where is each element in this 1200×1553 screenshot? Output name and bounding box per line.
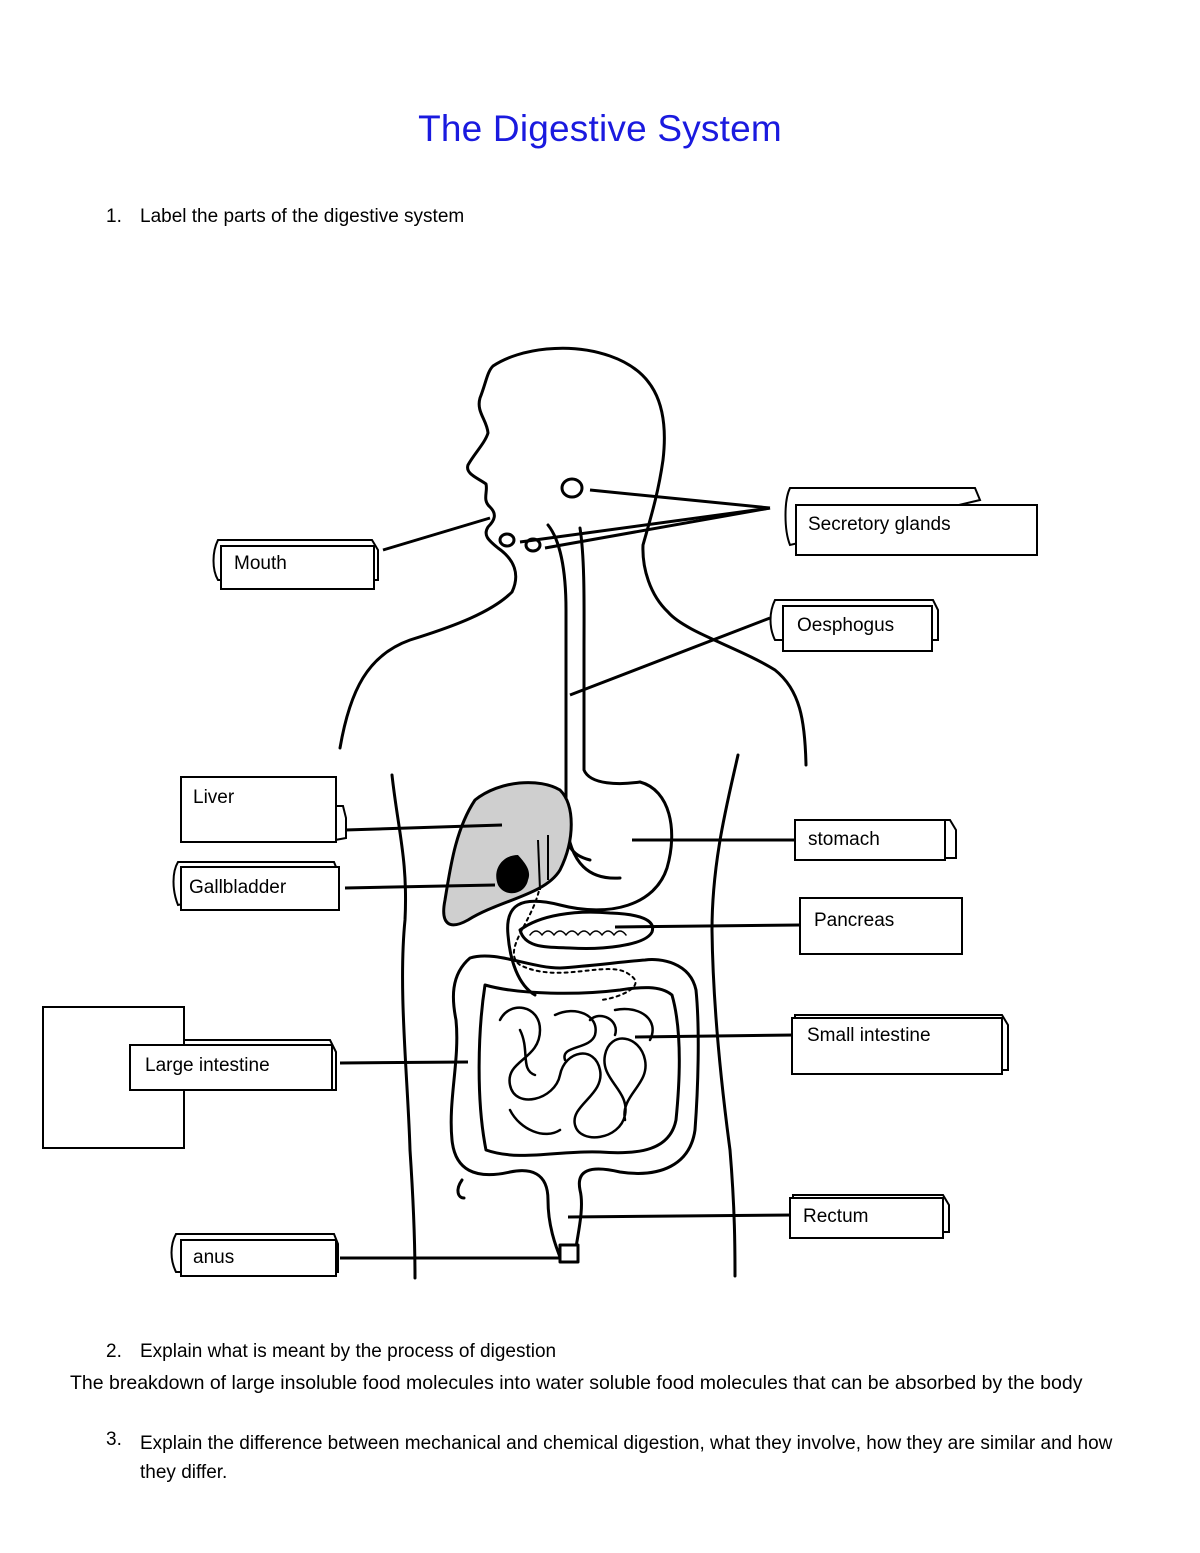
small-intestine-box	[791, 1017, 1003, 1075]
stomach-inner	[564, 818, 622, 880]
label-small-intestine: Small intestine	[807, 1025, 931, 1046]
body-outline-head	[338, 346, 808, 767]
label-oesophagus: Oesphogus	[797, 615, 895, 636]
question-2-number: 2.	[106, 1341, 122, 1362]
salivary-gland-top	[560, 477, 584, 499]
label-rectum: Rectum	[803, 1206, 869, 1227]
question-3-number: 3.	[106, 1429, 122, 1450]
leader-mouth	[382, 516, 491, 552]
leader-rectum	[567, 1213, 796, 1219]
leader-large-intestine	[339, 1060, 469, 1065]
gallbladder-box	[180, 866, 340, 911]
leader-oesophagus	[569, 616, 771, 697]
gallbladder-shape	[496, 855, 530, 894]
rectum-box	[789, 1197, 944, 1239]
question-2-text: Explain what is meant by the process of …	[140, 1341, 557, 1362]
label-mouth: Mouth	[234, 553, 287, 574]
body-outline-left-side	[390, 773, 417, 1280]
stomach-box	[794, 819, 946, 861]
label-anus: anus	[193, 1247, 235, 1268]
leader-glands-3	[544, 506, 771, 550]
leader-glands-1	[589, 488, 771, 510]
liver-shape	[442, 781, 573, 927]
leader-gallbladder	[344, 883, 496, 890]
label-stomach: stomach	[808, 829, 880, 850]
label-secretory-glands: Secretory glands	[808, 514, 951, 535]
liver-box	[180, 776, 337, 843]
large-intestine-box	[129, 1044, 333, 1091]
stomach-outline	[506, 780, 674, 997]
anus-outline	[558, 1243, 580, 1264]
label-large-intestine: Large intestine	[145, 1055, 270, 1076]
salivary-gland-lower-1	[498, 532, 516, 548]
pancreas-box	[799, 897, 963, 955]
large-intestine-outline	[449, 954, 700, 1264]
anus-box	[180, 1239, 337, 1277]
bile-duct	[537, 835, 549, 891]
pancreas-texture	[529, 930, 627, 936]
oesophagus-outline-right	[578, 526, 642, 786]
leader-glands-2	[519, 506, 771, 544]
leader-small-intestine	[634, 1033, 796, 1039]
small-intestine-coils	[498, 1006, 654, 1139]
question-3-text: Explain the difference between mechanica…	[140, 1433, 1113, 1483]
label-gallbladder: Gallbladder	[189, 877, 287, 898]
leader-pancreas	[614, 923, 801, 929]
label-liver: Liver	[193, 787, 235, 808]
mouth-box	[220, 545, 375, 590]
answer-2: The breakdown of large insoluble food mo…	[70, 1372, 1083, 1394]
large-intestine-inner	[477, 983, 681, 1157]
page-title: The Digestive System	[418, 108, 782, 149]
glands-box	[795, 504, 1038, 556]
body-outline-right-side	[710, 753, 740, 1278]
question-1-text: Label the parts of the digestive system	[140, 206, 465, 227]
question-1-number: 1.	[106, 206, 122, 227]
oesophagus-box	[782, 605, 933, 652]
pancreas-outline	[518, 910, 655, 950]
body-hip-curl	[456, 1178, 466, 1200]
leader-liver	[344, 823, 503, 832]
label-pancreas: Pancreas	[814, 910, 895, 931]
